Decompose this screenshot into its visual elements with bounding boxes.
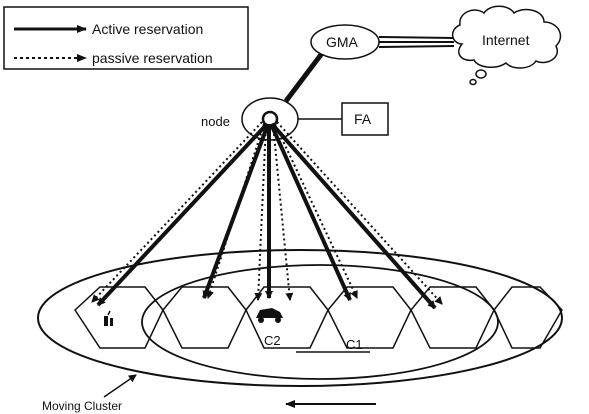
passive-arrow-1: [91, 121, 263, 303]
legend: Active reservation passive reservation: [3, 6, 249, 70]
active-arrow-4: [270, 122, 437, 310]
fa-box: [341, 102, 389, 136]
active-reservation-arrows: [96, 122, 437, 310]
internet-cloud: [451, 5, 562, 86]
node-gma-link: [284, 46, 328, 103]
cluster-label: Moving Cluster: [42, 399, 122, 413]
active-arrow-3: [269, 123, 352, 301]
passive-arrow-2: [206, 123, 265, 299]
mobile-host-icon: [104, 310, 113, 326]
cluster-pointer-arrow: [103, 374, 137, 398]
internet-label: Internet: [482, 32, 530, 48]
car-icon: [256, 308, 283, 323]
legend-passive-label: passive reservation: [92, 50, 213, 66]
passive-reservation-arrows: [91, 121, 443, 305]
cell-row: [74, 286, 563, 349]
passive-arrow-6: [276, 121, 443, 305]
passive-arrow-3: [254, 123, 267, 301]
fa-label: FA: [354, 111, 372, 127]
inner-cluster-ellipse: [141, 264, 499, 380]
legend-active-label: Active reservation: [92, 21, 203, 37]
active-arrow-5: [96, 122, 269, 307]
gma-internet-link: [378, 36, 455, 48]
moving-cluster-ellipse: [37, 249, 563, 387]
cell-c2-label: C2: [264, 333, 281, 348]
cell-c1: [327, 286, 412, 349]
gma-label: GMA: [326, 34, 359, 50]
cell-1: [74, 286, 164, 349]
cell-6: [493, 286, 563, 349]
passive-arrow-5: [274, 123, 358, 299]
cell-c1-label: C1: [346, 337, 363, 352]
node-label: node: [201, 114, 230, 129]
